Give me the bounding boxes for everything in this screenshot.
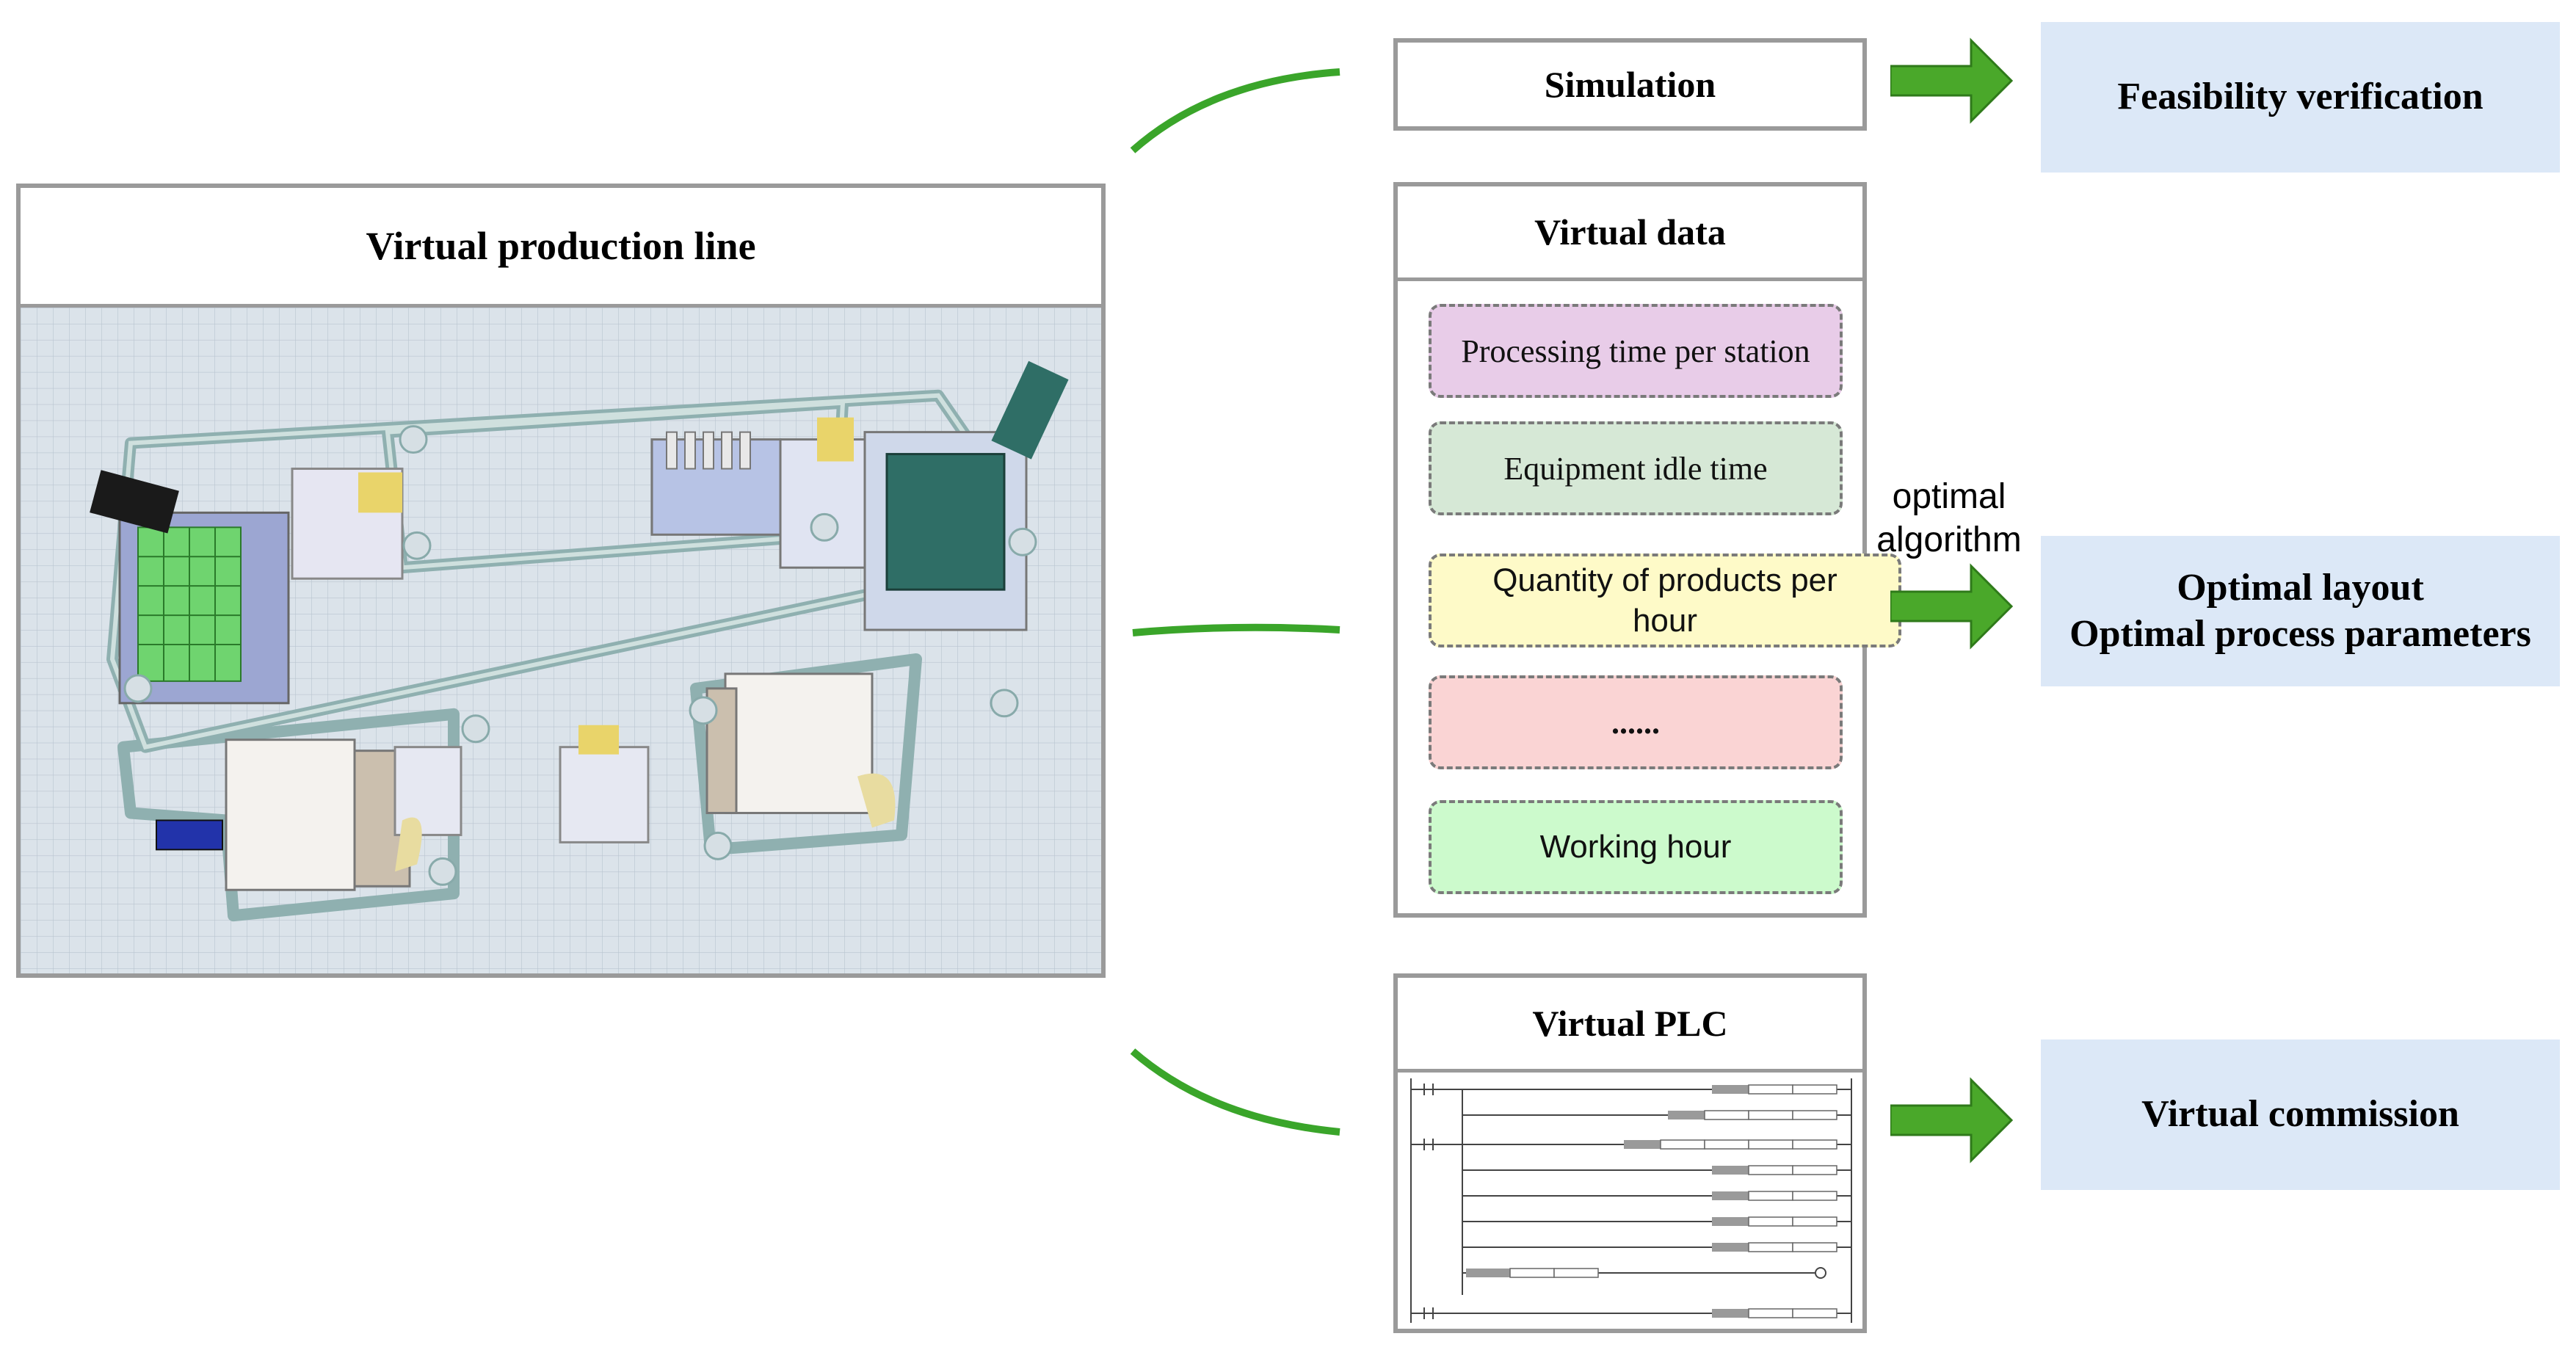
optimal-label-line1: optimal bbox=[1892, 477, 2006, 516]
pill-idle-time: Equipment idle time bbox=[1429, 421, 1843, 515]
feasibility-text: Feasibility verification bbox=[2117, 76, 2484, 118]
optimal-results-box: Optimal layout Optimal process parameter… bbox=[2041, 536, 2560, 686]
arrow-to-feasibility-icon bbox=[1890, 37, 2014, 124]
commission-text: Virtual commission bbox=[2141, 1093, 2459, 1136]
simulation-title: Simulation bbox=[1544, 64, 1716, 105]
production-line-3d-illustration bbox=[21, 308, 1101, 973]
optimal-params-text: Optimal process parameters bbox=[2069, 612, 2531, 655]
virtual-commission-box: Virtual commission bbox=[2041, 1039, 2560, 1190]
virtual-plc-box: Virtual PLC bbox=[1393, 973, 1867, 1333]
virtual-production-line-panel: Virtual production line bbox=[16, 184, 1106, 978]
pill-processing-time: Processing time per station bbox=[1429, 304, 1843, 398]
feasibility-verification-box: Feasibility verification bbox=[2041, 22, 2560, 173]
arrow-to-commission-icon bbox=[1890, 1077, 2014, 1164]
pill-quantity-products: Quantity of products per hour bbox=[1429, 554, 1901, 647]
virtual-plc-title: Virtual PLC bbox=[1398, 978, 1862, 1073]
arc-middle bbox=[1132, 623, 1340, 636]
arrow-to-optimal-icon bbox=[1890, 563, 2014, 650]
arc-top bbox=[1130, 68, 1340, 153]
arc-bottom bbox=[1130, 1048, 1340, 1136]
simulation-box: Simulation bbox=[1393, 38, 1867, 131]
production-line-scene bbox=[21, 308, 1101, 973]
optimal-layout-text: Optimal layout bbox=[2177, 567, 2424, 609]
virtual-data-title: Virtual data bbox=[1398, 186, 1862, 281]
plc-ladder-diagram bbox=[1410, 1078, 1852, 1323]
optimal-label-line2: algorithm bbox=[1876, 520, 2022, 559]
production-line-title: Virtual production line bbox=[21, 188, 1101, 308]
optimal-algorithm-label: optimal algorithm bbox=[1865, 476, 2033, 562]
virtual-data-box: Virtual data Processing time per station… bbox=[1393, 182, 1901, 918]
pill-ellipsis: ...... bbox=[1429, 675, 1843, 769]
pill-working-hour: Working hour bbox=[1429, 800, 1843, 894]
